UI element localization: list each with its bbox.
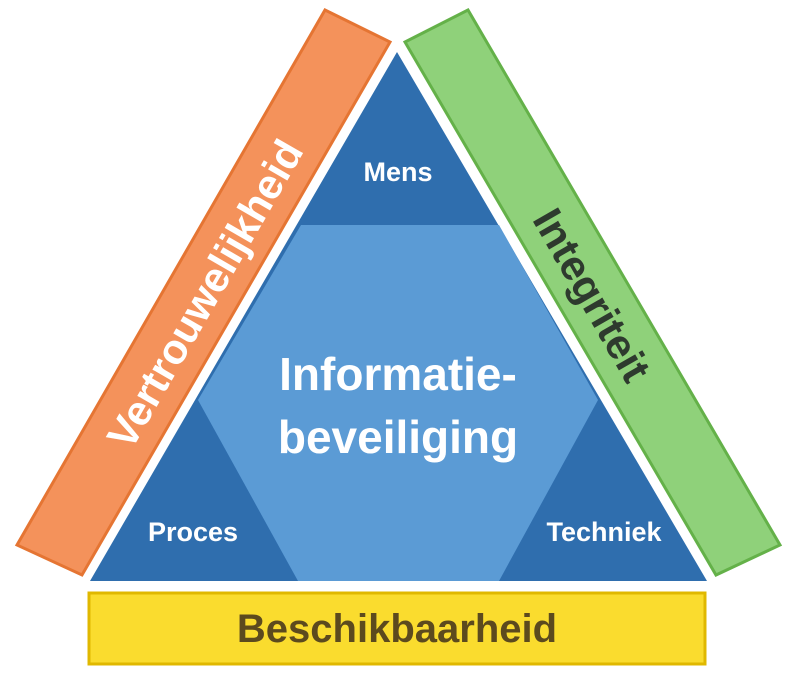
center-title-line1: Informatie- [279, 348, 517, 400]
triangle-center-hexagon [198, 225, 598, 581]
availability-bar: Beschikbaarheid [87, 591, 707, 666]
availability-label: Beschikbaarheid [237, 607, 557, 651]
corner-label-techniek: Techniek [546, 517, 662, 547]
center-title-line2: beveiliging [278, 411, 518, 463]
availability-bar-shape [87, 591, 707, 666]
corner-label-mens: Mens [363, 157, 432, 187]
information-security-triangle [90, 52, 707, 581]
integrity-bar-shape [402, 8, 783, 577]
confidentiality-bar-shape [14, 8, 393, 577]
corner-label-proces: Proces [148, 517, 238, 547]
